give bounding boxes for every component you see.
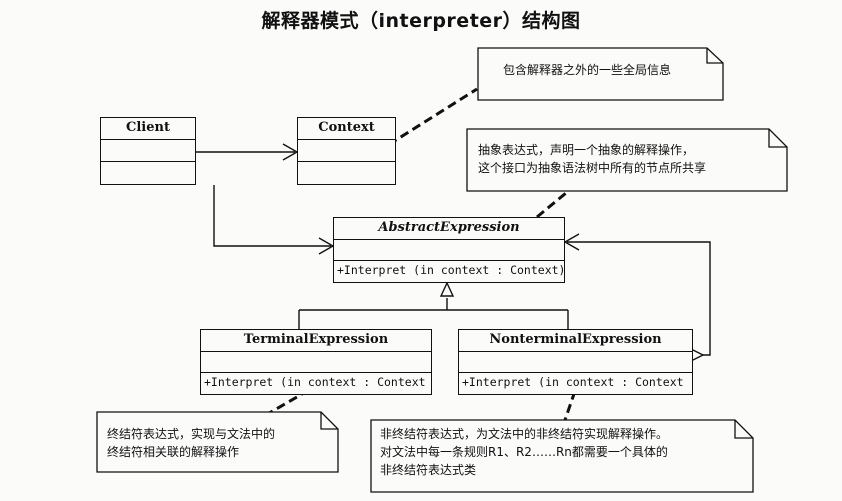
client-operations xyxy=(101,162,195,183)
nonterminal-expression-class-name: NonterminalExpression xyxy=(459,330,692,352)
nonterminal-expression-operation: +Interpret (in context : Context ) xyxy=(462,375,692,389)
nonterminal-note-line-3: 非终结符表达式类 xyxy=(380,463,477,477)
terminal-note-line-2: 终结符相关联的解释操作 xyxy=(107,445,240,459)
terminal-note: 终结符表达式，实现与文法中的 终结符相关联的解释操作 xyxy=(96,411,339,473)
context-note: 包含解释器之外的一些全局信息 xyxy=(477,47,724,101)
client-attributes xyxy=(101,140,195,162)
nonterminal-note: 非终结符表达式，为文法中的非终结符实现解释操作。 对文法中每一条规则R1、R2…… xyxy=(370,419,754,493)
nonterminal-note-anchor xyxy=(563,390,577,421)
nonterminal-expression-class: NonterminalExpression +Interpret (in con… xyxy=(458,329,693,395)
terminal-expression-class-name: TerminalExpression xyxy=(201,330,431,352)
abstract-expression-class: AbstractExpression +Interpret (in contex… xyxy=(333,217,565,283)
terminal-expression-operation: +Interpret (in context : Context ) xyxy=(204,375,431,389)
context-class: Context xyxy=(297,117,396,185)
abstract-note: 抽象表达式，声明一个抽象的解释操作， 这个接口为抽象语法树中所有的节点所共享 xyxy=(466,128,788,192)
nonterminal-expression-attributes xyxy=(459,352,692,373)
terminal-note-frame xyxy=(96,411,339,473)
terminal-note-line-1: 终结符表达式，实现与文法中的 xyxy=(107,427,276,441)
nonterminal-note-line-1: 非终结符表达式，为文法中的非终结符实现解释操作。 xyxy=(380,427,669,441)
client-abstract-association xyxy=(213,185,331,247)
abstract-expression-class-name: AbstractExpression xyxy=(334,218,564,240)
abstract-note-anchor xyxy=(536,191,567,219)
context-operations xyxy=(298,162,395,183)
context-note-text: 包含解释器之外的一些全局信息 xyxy=(503,63,672,77)
nonterminal-note-line-2: 对文法中每一条规则R1、R2……Rn都需要一个具体的 xyxy=(380,445,668,459)
abstract-note-frame xyxy=(466,128,788,192)
aggregation-arrowhead xyxy=(563,233,580,251)
terminal-expression-class: TerminalExpression +Interpret (in contex… xyxy=(200,329,432,395)
abstract-expression-operation: +Interpret (in context : Context) xyxy=(337,263,564,277)
client-class-name: Client xyxy=(101,118,195,140)
nonterminal-note-frame xyxy=(370,419,754,493)
inheritance-triangle xyxy=(439,281,455,297)
terminal-expression-attributes xyxy=(201,352,431,373)
context-class-name: Context xyxy=(298,118,395,140)
abstract-expression-attributes xyxy=(334,240,564,261)
context-note-frame xyxy=(477,47,724,101)
abstract-note-line-2: 这个接口为抽象语法树中所有的节点所共享 xyxy=(478,161,707,175)
client-class: Client xyxy=(100,117,196,185)
diagram-title: 解释器模式（interpreter）结构图 xyxy=(261,10,581,32)
abstract-note-line-1: 抽象表达式，声明一个抽象的解释操作， xyxy=(478,143,695,157)
terminal-note-anchor xyxy=(251,388,310,425)
context-attributes xyxy=(298,140,395,162)
